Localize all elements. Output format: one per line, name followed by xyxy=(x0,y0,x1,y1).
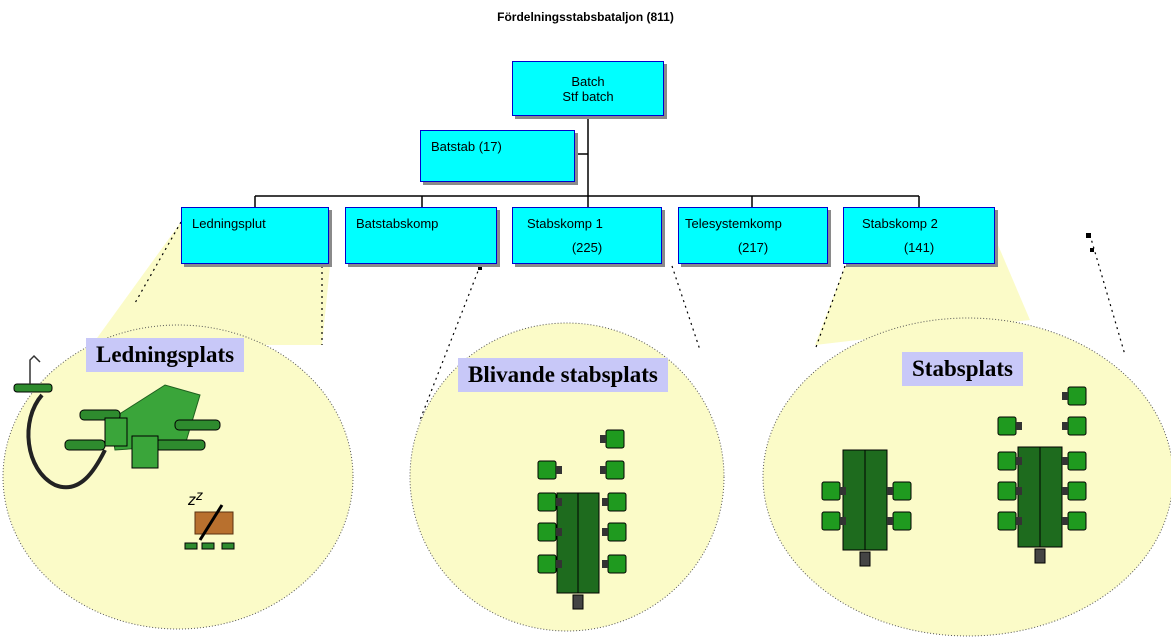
chair-icon xyxy=(821,511,841,531)
chair-back-icon xyxy=(1016,457,1022,465)
chair-icon xyxy=(1067,386,1087,406)
chair-icon xyxy=(892,511,912,531)
chair-back-icon xyxy=(556,498,562,506)
unit-name: Batstabskomp xyxy=(356,216,439,231)
projector-icon xyxy=(572,594,584,610)
chair-back-icon xyxy=(1062,517,1068,525)
diagram-title: Fördelningsstabsbataljon (811) xyxy=(497,10,674,24)
command-vehicles-icon xyxy=(13,354,221,490)
svg-text:z: z xyxy=(187,492,196,509)
batstab-label: Batstab (17) xyxy=(431,139,502,154)
site-ellipse-ledningsplats xyxy=(2,324,354,630)
site-label-ledningsplats: Ledningsplats xyxy=(86,338,245,372)
rest-tent-icon: z z xyxy=(184,487,235,550)
chair-icon xyxy=(537,554,557,574)
chair-icon xyxy=(997,481,1017,501)
unit-name: Stabskomp 2 xyxy=(862,216,938,231)
unit-count: (225) xyxy=(571,240,603,255)
chair-back-icon xyxy=(1016,422,1022,430)
marker xyxy=(478,266,482,270)
marker xyxy=(1090,248,1094,252)
org-box-unit: Ledningsplut xyxy=(181,207,329,264)
chair-icon xyxy=(1067,416,1087,436)
org-box-unit: Stabskomp 1 (225) xyxy=(512,207,662,264)
org-box-unit: Telesystemkomp (217) xyxy=(678,207,828,264)
chair-icon xyxy=(892,481,912,501)
site-label-blivande: Blivande stabsplats xyxy=(458,358,668,392)
chair-back-icon xyxy=(602,560,608,568)
unit-count: (217) xyxy=(737,240,769,255)
chair-back-icon xyxy=(1062,487,1068,495)
chair-back-icon xyxy=(556,560,562,568)
org-box-batstab: Batstab (17) xyxy=(420,130,575,182)
chair-icon xyxy=(821,481,841,501)
zoom-dots xyxy=(134,221,1126,421)
chair-back-icon xyxy=(1016,517,1022,525)
chair-back-icon xyxy=(1016,487,1022,495)
projector-icon xyxy=(1034,548,1046,564)
chair-icon xyxy=(607,492,627,512)
chair-back-icon xyxy=(887,487,893,495)
svg-text:z: z xyxy=(195,487,203,503)
site-ellipse-blivande xyxy=(409,322,725,632)
unit-name: Ledningsplut xyxy=(192,216,266,231)
org-connectors xyxy=(254,116,920,207)
unit-name: Stabskomp 1 xyxy=(527,216,603,231)
chair-back-icon xyxy=(1062,422,1068,430)
chair-back-icon xyxy=(887,517,893,525)
site-label-stabsplats: Stabsplats xyxy=(902,352,1023,386)
chair-icon xyxy=(997,416,1017,436)
chair-back-icon xyxy=(600,466,606,474)
root-line2: Stf batch xyxy=(562,88,614,104)
chair-back-icon xyxy=(1062,392,1068,400)
chair-icon xyxy=(605,429,625,449)
chair-icon xyxy=(997,451,1017,471)
org-box-unit: Stabskomp 2 (141) xyxy=(843,207,995,264)
chair-back-icon xyxy=(600,435,606,443)
chair-back-icon xyxy=(556,528,562,536)
root-line1: Batch xyxy=(571,73,605,89)
chair-icon xyxy=(997,511,1017,531)
org-box-unit: Batstabskomp xyxy=(345,207,497,264)
chair-back-icon xyxy=(556,466,562,474)
org-box-root: Batch Stf batch xyxy=(512,61,664,116)
chair-icon xyxy=(537,492,557,512)
chair-back-icon xyxy=(602,528,608,536)
chair-back-icon xyxy=(840,487,846,495)
chair-icon xyxy=(607,522,627,542)
unit-count: (141) xyxy=(903,240,935,255)
chair-icon xyxy=(537,522,557,542)
chair-back-icon xyxy=(840,517,846,525)
projector-icon xyxy=(859,551,871,567)
unit-name: Telesystemkomp xyxy=(685,216,782,231)
chair-back-icon xyxy=(602,498,608,506)
chair-icon xyxy=(605,460,625,480)
chair-icon xyxy=(1067,451,1087,471)
marker xyxy=(1086,233,1091,238)
chair-icon xyxy=(607,554,627,574)
chair-icon xyxy=(537,460,557,480)
chair-icon xyxy=(1067,511,1087,531)
chair-back-icon xyxy=(1062,457,1068,465)
chair-icon xyxy=(1067,481,1087,501)
